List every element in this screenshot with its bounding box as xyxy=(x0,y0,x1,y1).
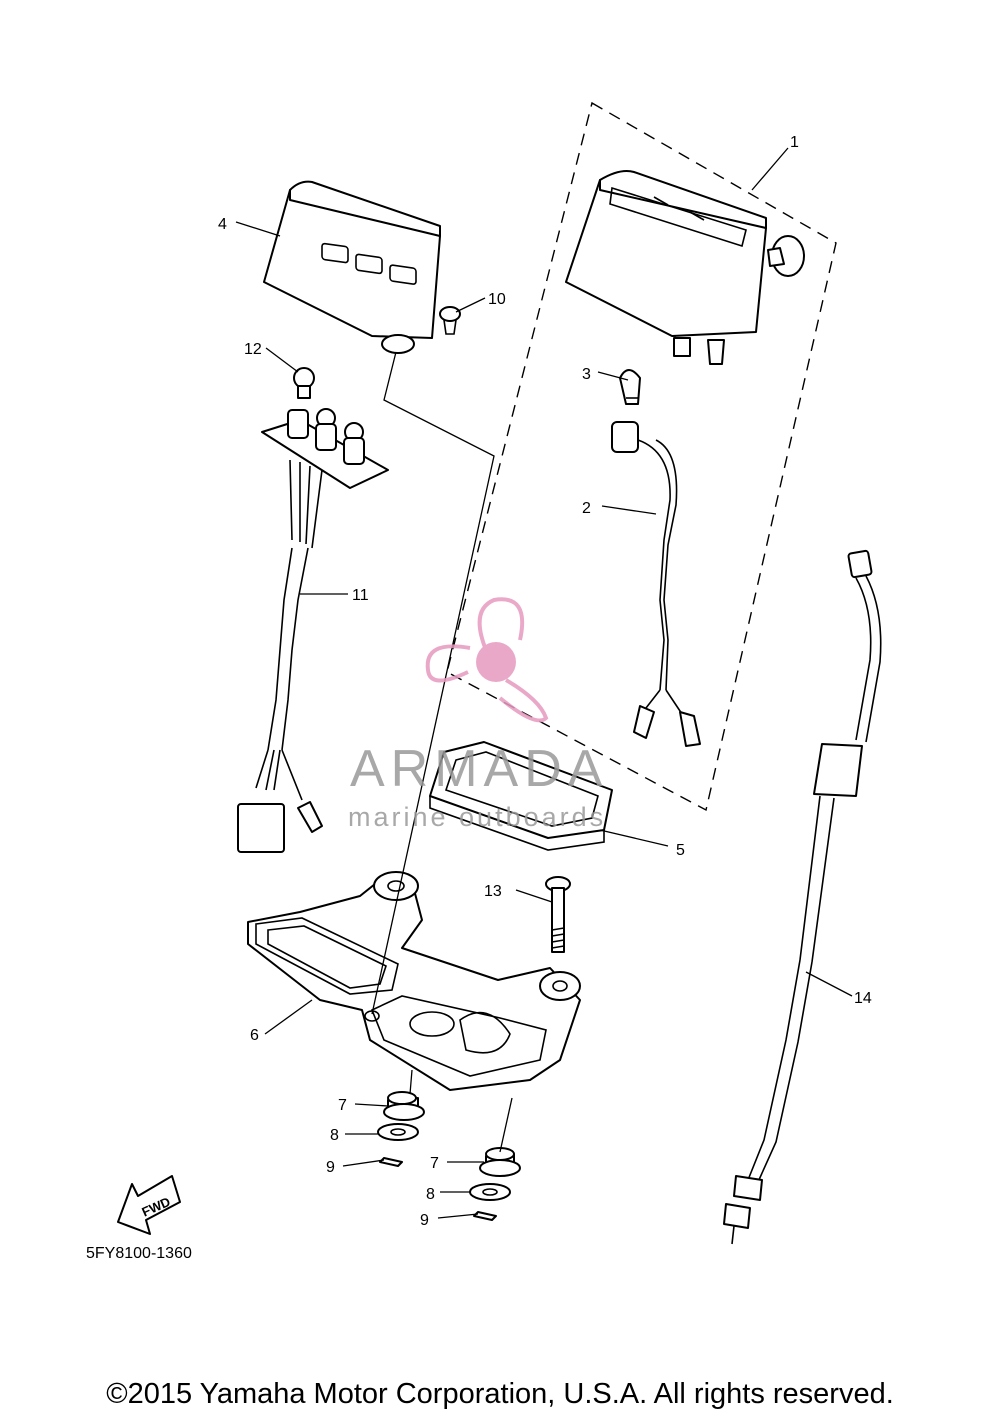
callout-6: 6 xyxy=(250,1027,259,1044)
lower-cover-5 xyxy=(429,741,613,851)
armada-watermark: ARMADA marine outboards xyxy=(348,597,608,832)
callout-8a: 8 xyxy=(330,1127,339,1144)
callout-8b: 8 xyxy=(426,1186,435,1203)
copyright-notice: ©2015 Yamaha Motor Corporation, U.S.A. A… xyxy=(106,1378,894,1410)
bulb-12 xyxy=(293,367,315,399)
callout-7a: 7 xyxy=(338,1097,347,1114)
callout-3: 3 xyxy=(582,366,591,383)
socket-cord-2 xyxy=(611,421,701,747)
speedometer-cable-14 xyxy=(723,549,882,1245)
fwd-arrow-icon: FWD xyxy=(117,1175,181,1235)
callout-1: 1 xyxy=(790,134,799,151)
callout-12: 12 xyxy=(244,341,262,358)
watermark-brand: ARMADA xyxy=(350,740,608,798)
indicator-unit-4 xyxy=(263,180,441,354)
callout-5: 5 xyxy=(676,842,685,859)
callouts: 1 2 3 4 5 6 7 8 9 7 8 9 10 11 12 13 14 xyxy=(218,134,872,1229)
leader-lines xyxy=(235,147,853,1219)
callout-9a: 9 xyxy=(326,1159,335,1176)
callout-7b: 7 xyxy=(430,1155,439,1172)
propeller-logo-icon xyxy=(425,597,549,723)
callout-10: 10 xyxy=(488,291,506,308)
speedometer-unit xyxy=(565,170,805,365)
callout-14: 14 xyxy=(854,990,872,1007)
watermark-tagline: marine outboards xyxy=(348,802,606,832)
callout-13: 13 xyxy=(484,883,502,900)
callout-4: 4 xyxy=(218,216,227,233)
damper-set-left xyxy=(377,1091,425,1167)
socket-cord-11 xyxy=(237,408,389,853)
assembly-boundary-dashed xyxy=(446,101,837,812)
bolt-13 xyxy=(545,876,571,953)
bulb-3 xyxy=(619,369,641,405)
assembly-line xyxy=(371,351,495,1015)
callout-2: 2 xyxy=(582,500,591,517)
callout-9b: 9 xyxy=(420,1212,429,1229)
meter-bracket-6 xyxy=(247,871,581,1091)
diagram-code: 5FY8100-1360 xyxy=(86,1245,192,1262)
screw-10 xyxy=(439,306,461,335)
callout-11: 11 xyxy=(352,587,369,604)
damper-set-right xyxy=(469,1147,521,1221)
